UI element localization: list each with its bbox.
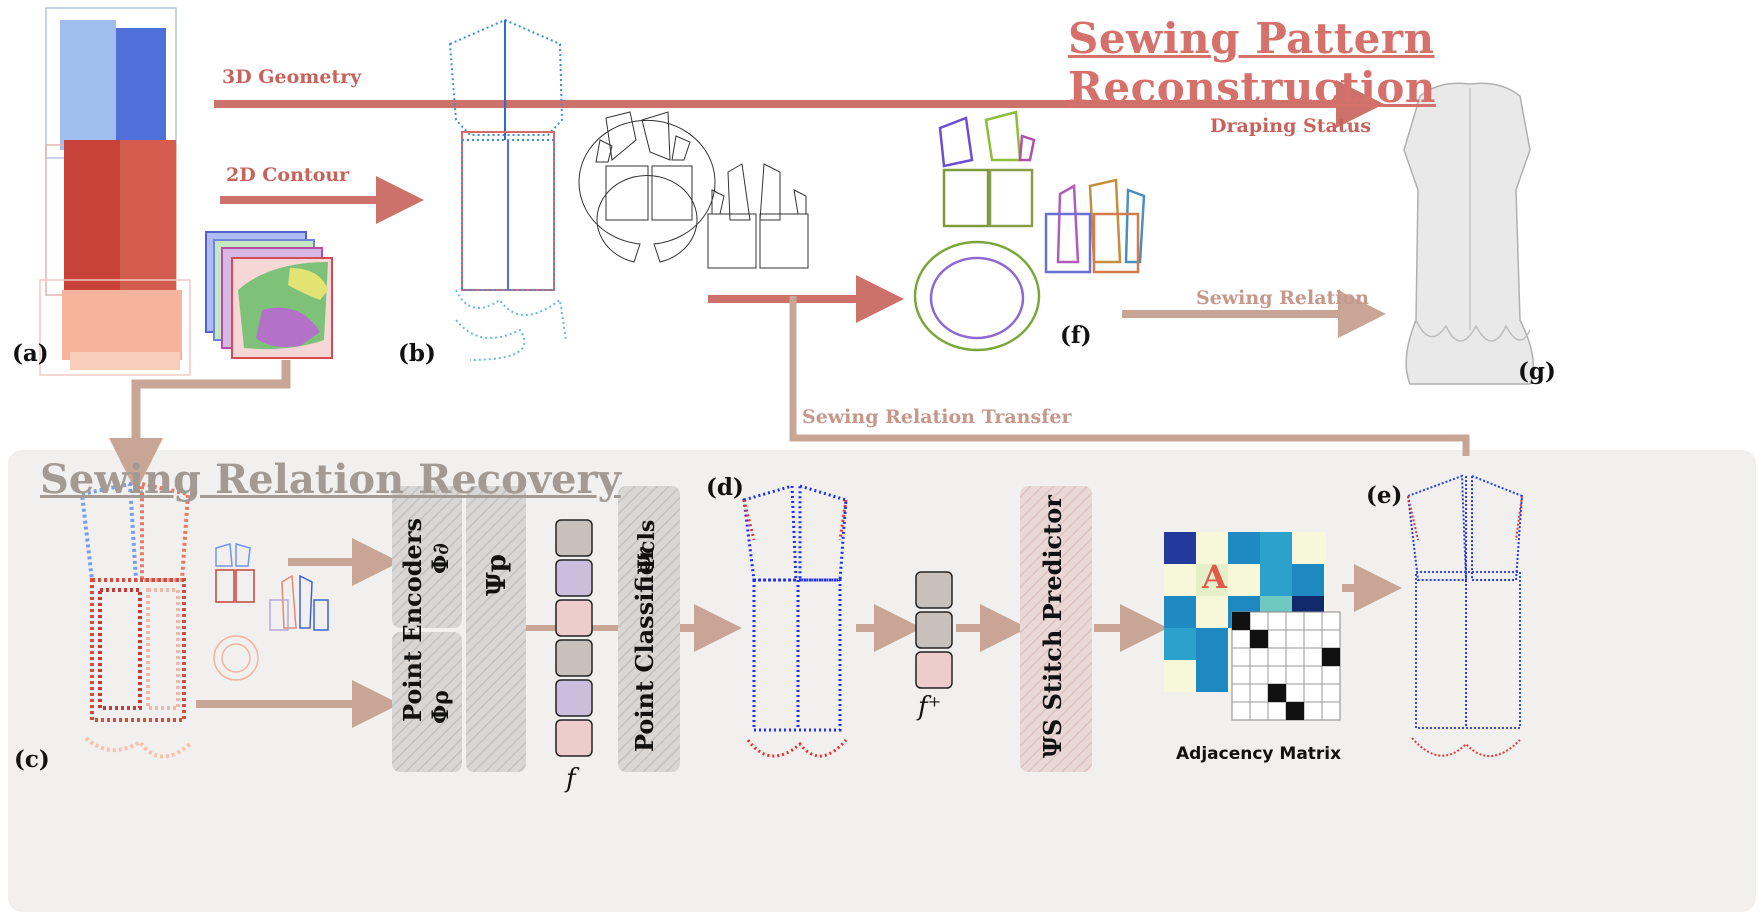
panel-label-g: (g) — [1518, 358, 1556, 385]
stitch-predictor-label: ΨS Stitch Predictor — [1038, 495, 1067, 758]
flat-pattern-icon — [578, 111, 809, 269]
d-classified-points-icon — [742, 483, 848, 758]
adjacency-matrix-icon — [1164, 532, 1341, 721]
e-stitched-points-icon — [1406, 474, 1524, 758]
adjacency-matrix-label: Adjacency Matrix — [1176, 744, 1342, 764]
arrow-sewing-relation-transfer — [789, 296, 1470, 456]
label-sewing-relation: Sewing Relation — [1196, 287, 1369, 309]
label-draping-status: Draping Status — [1210, 115, 1372, 137]
c-pointcloud-icon — [79, 481, 192, 759]
title-sewing-pattern-reconstruction: Sewing Pattern Reconstruction — [1068, 14, 1436, 112]
panel-label-d: (d) — [706, 474, 744, 501]
adjacency-letter: A — [1202, 558, 1227, 596]
f-colored-pattern-icon — [913, 110, 1146, 352]
g-rendered-dress-icon — [1403, 82, 1535, 385]
b-3d-pattern-lines-icon — [448, 18, 567, 361]
panel-label-c: (c) — [14, 746, 50, 773]
panel-label-a: (a) — [12, 340, 49, 367]
classifier-block — [618, 486, 680, 772]
c-contour-glyphs-icon — [213, 543, 329, 681]
uv-map-stack-icon — [205, 231, 333, 359]
psi-p-block — [466, 486, 526, 772]
a-garment-pointcloud-icon — [39, 7, 191, 376]
phi-rho-label: Φρ — [428, 690, 454, 724]
panel-label-f: (f) — [1060, 322, 1092, 349]
feature-vector-f-plus — [915, 571, 953, 689]
arrow-a-to-c — [131, 360, 291, 452]
stitch-predictor-block — [1020, 486, 1092, 772]
point-encoders-label: Point Encoders — [398, 518, 427, 722]
title-sewing-relation-recovery: Sewing Relation Recovery — [40, 456, 621, 503]
feature-f-label: f — [566, 764, 576, 794]
phi-delta-label: Φ∂ — [428, 543, 454, 574]
psi-cls-label: Ψcls — [634, 519, 660, 574]
encoder-top-block — [392, 486, 462, 628]
feature-f-plus-label: f⁺ — [918, 692, 942, 722]
label-3d-geometry: 3D Geometry — [222, 66, 362, 88]
feature-vector-f — [555, 519, 593, 757]
psi-p-label: Ψp — [482, 554, 512, 596]
point-classifier-label: Point Classifier — [630, 547, 659, 752]
encoder-bottom-block — [392, 632, 462, 772]
panel-label-e: (e) — [1366, 482, 1403, 509]
panel-label-b: (b) — [398, 340, 436, 367]
label-2d-contour: 2D Contour — [226, 164, 350, 186]
label-sewing-relation-transfer: Sewing Relation Transfer — [802, 406, 1072, 428]
